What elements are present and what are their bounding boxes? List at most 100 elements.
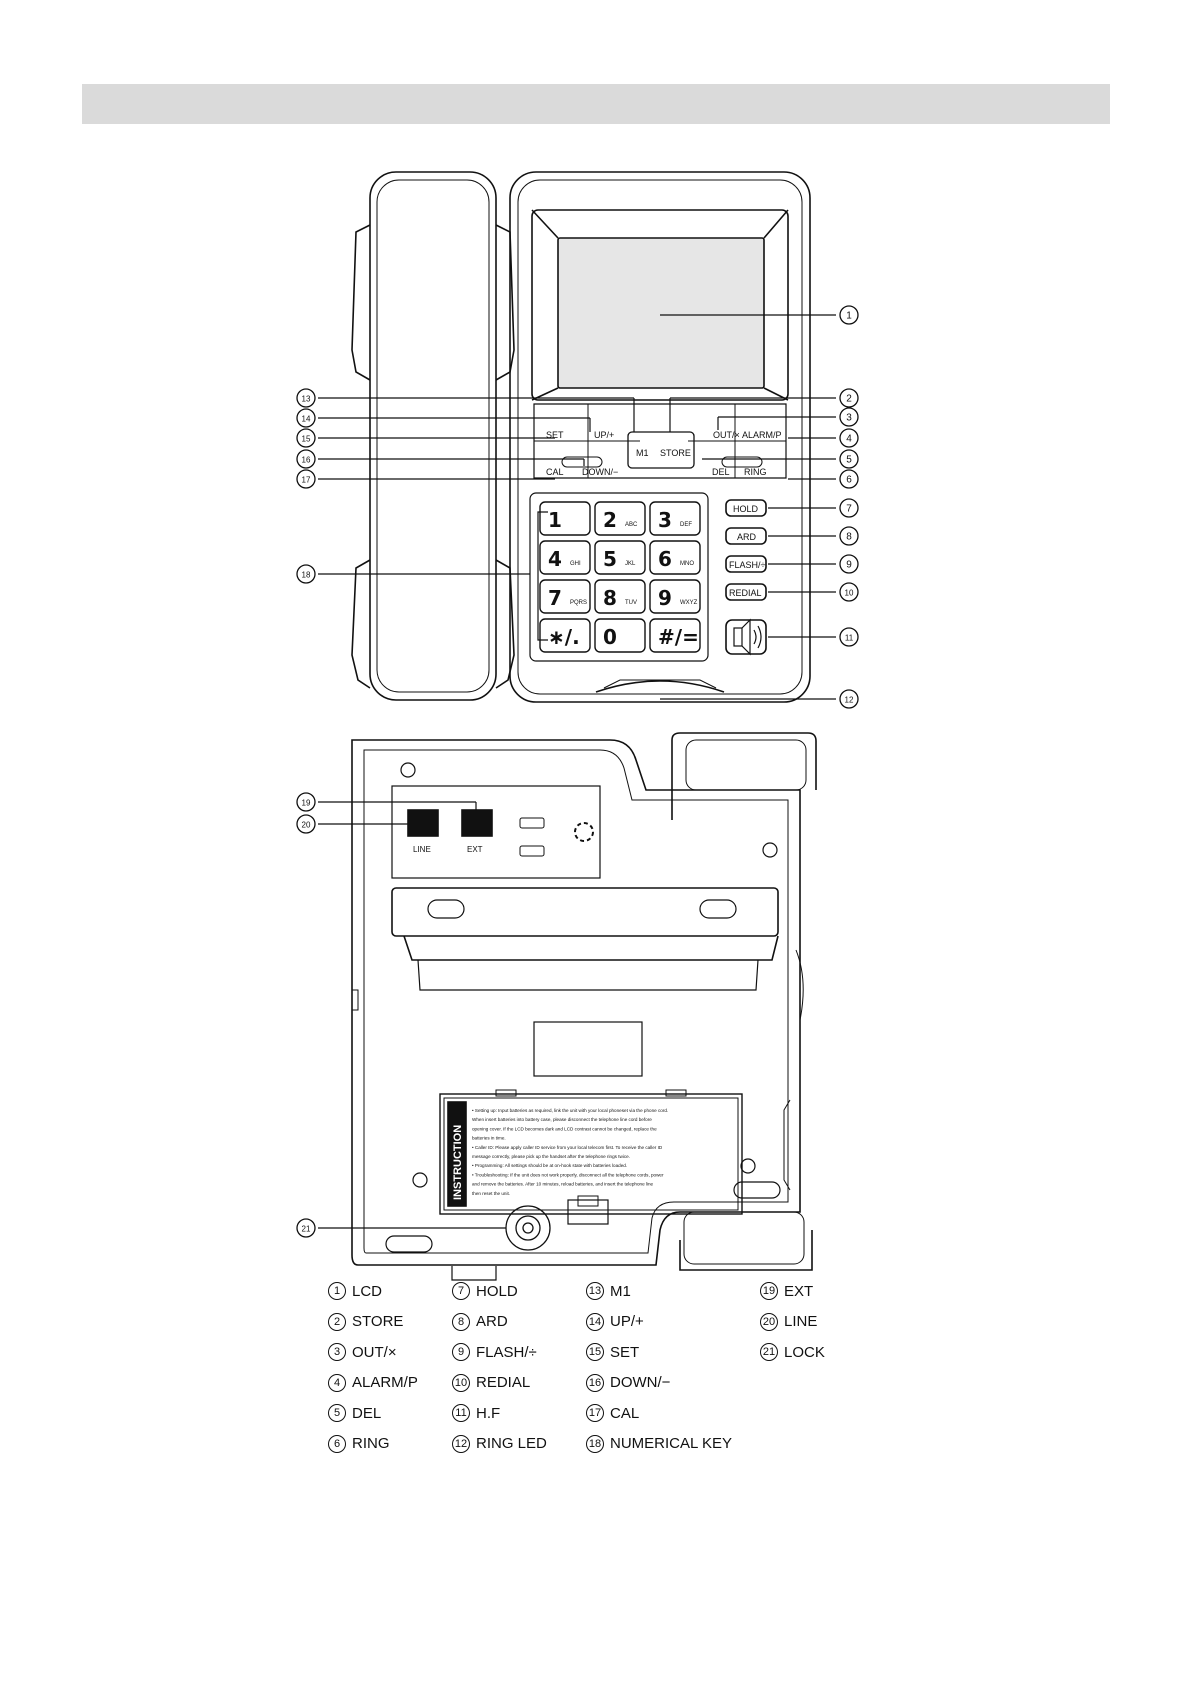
svg-text:1: 1 (846, 311, 852, 322)
legend-label: DOWN/− (610, 1374, 671, 1391)
up-label: UP/+ (594, 430, 614, 440)
legend-number: 3 (328, 1343, 346, 1361)
phone-base (509, 171, 811, 703)
svg-text:12: 12 (845, 696, 854, 705)
callout-14: 14 (296, 408, 316, 428)
callout-20: 20 (296, 814, 316, 834)
callout-12: 12 (839, 689, 859, 709)
out-label: OUT/× (713, 430, 740, 440)
flash-label: FLASH/÷ (729, 560, 766, 570)
callout-21: 21 (296, 1218, 316, 1238)
callout-5: 5 (839, 449, 859, 469)
legend-label: HOLD (476, 1282, 518, 1300)
key-digit: 5 (603, 547, 617, 571)
flash-button (725, 555, 767, 573)
svg-text:14: 14 (302, 415, 311, 424)
svg-text:2: 2 (846, 394, 852, 405)
redial-button (725, 583, 767, 601)
legend-number: 18 (586, 1434, 604, 1453)
lcd-screen (557, 237, 765, 389)
callout-2: 2 (839, 388, 859, 408)
handset (351, 171, 515, 701)
key-digit: 4 (548, 547, 562, 571)
legend-number: 13 (586, 1282, 604, 1300)
svg-text:20: 20 (302, 821, 311, 830)
key-10[interactable]: 0 (594, 618, 646, 653)
line-jack-label: LINE (413, 845, 431, 854)
legend-number: 10 (452, 1373, 470, 1392)
ring-label: RING (744, 467, 767, 477)
legend-label: REDIAL (476, 1374, 531, 1391)
legend-label: RING LED (476, 1435, 547, 1452)
key-digit: 9 (658, 586, 672, 610)
instruction-line: • Troubleshooting: If the unit does not … (472, 1172, 664, 1177)
del-label: DEL (712, 467, 730, 477)
callout-13: 13 (296, 388, 316, 408)
key-digit: #/= (658, 625, 699, 649)
legend-label: EXT (784, 1282, 814, 1300)
legend-label: LCD (352, 1282, 383, 1300)
lcd-bezel (531, 209, 789, 401)
instruction-line: • Caller ID: Please apply caller ID serv… (472, 1145, 663, 1150)
key-9[interactable]: ∗/. (539, 618, 591, 653)
key-0[interactable]: 1 (539, 501, 591, 536)
legend-label: OUT/× (352, 1343, 397, 1361)
callout-10: 10 (839, 582, 859, 602)
key-digit: 1 (548, 508, 562, 532)
m1-label: M1 (636, 448, 649, 458)
legend-label: SET (610, 1343, 640, 1361)
svg-text:8: 8 (846, 532, 852, 543)
legend-label: UP/+ (610, 1313, 644, 1330)
svg-text:10: 10 (845, 589, 854, 598)
callout-11: 11 (839, 627, 859, 647)
legend-number: 9 (452, 1343, 470, 1361)
ext-jack-label: EXT (467, 845, 483, 854)
alarm-label: ALARM/P (742, 430, 782, 440)
callout-18: 18 (296, 564, 316, 584)
key-letters: PQRS (570, 600, 587, 606)
legend-label: CAL (610, 1404, 640, 1422)
redial-label: REDIAL (729, 588, 762, 598)
svg-text:4: 4 (846, 434, 852, 445)
callout-17: 17 (296, 469, 316, 489)
svg-text:21: 21 (302, 1225, 311, 1234)
ring-led (595, 680, 725, 693)
legend-label: STORE (352, 1313, 404, 1330)
svg-text:11: 11 (845, 634, 854, 643)
svg-text:9: 9 (846, 560, 852, 571)
instruction-text: • Setting up: Input batteries as require… (472, 1108, 668, 1196)
key-11[interactable]: #/= (649, 618, 701, 653)
legend-label: FLASH/÷ (476, 1343, 537, 1361)
ard-button (725, 527, 767, 545)
svg-text:16: 16 (302, 456, 311, 465)
svg-text:18: 18 (302, 571, 311, 580)
instruction-line: opening cover. If the LCD becomes dark a… (472, 1126, 657, 1131)
legend-number: 14 (586, 1312, 604, 1331)
legend-number: 17 (586, 1404, 604, 1422)
svg-text:3: 3 (846, 413, 852, 424)
header-bar (82, 84, 1110, 124)
hold-button (725, 499, 767, 517)
callout-4: 4 (839, 428, 859, 448)
key-digit: 8 (603, 586, 617, 610)
front-text-labels: SET UP/+ OUT/× ALARM/P M1 STORE CAL DOWN… (546, 430, 782, 598)
